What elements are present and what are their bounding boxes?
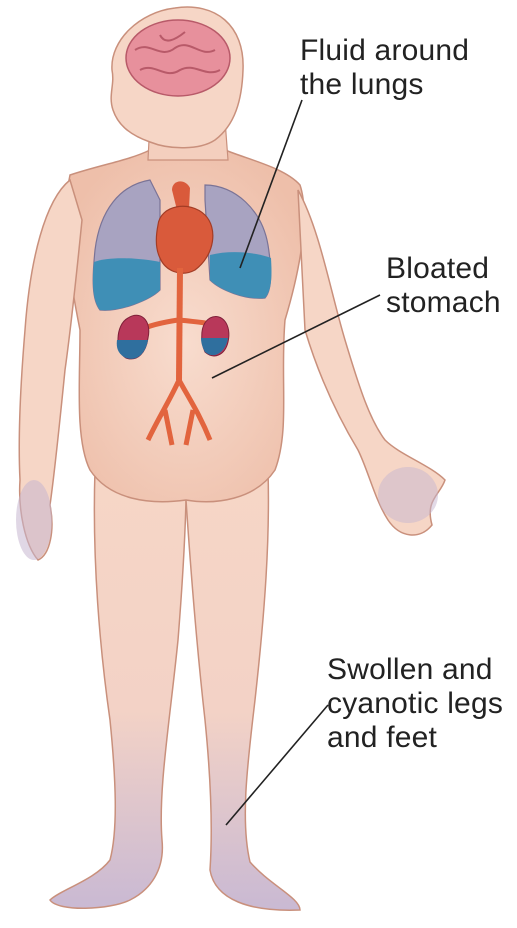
label-fluid-around-lungs: Fluid around the lungs xyxy=(300,34,469,102)
label-swollen-legs: Swollen and cyanotic legs and feet xyxy=(327,653,503,755)
brain xyxy=(126,20,230,96)
left-hand-cyanosis xyxy=(16,480,52,560)
right-leg xyxy=(186,470,300,910)
right-hand-cyanosis xyxy=(378,467,438,523)
left-leg xyxy=(50,470,186,908)
descending-artery xyxy=(176,268,183,380)
body-silhouette xyxy=(16,7,445,910)
label-bloated-stomach: Bloated stomach xyxy=(386,252,501,320)
